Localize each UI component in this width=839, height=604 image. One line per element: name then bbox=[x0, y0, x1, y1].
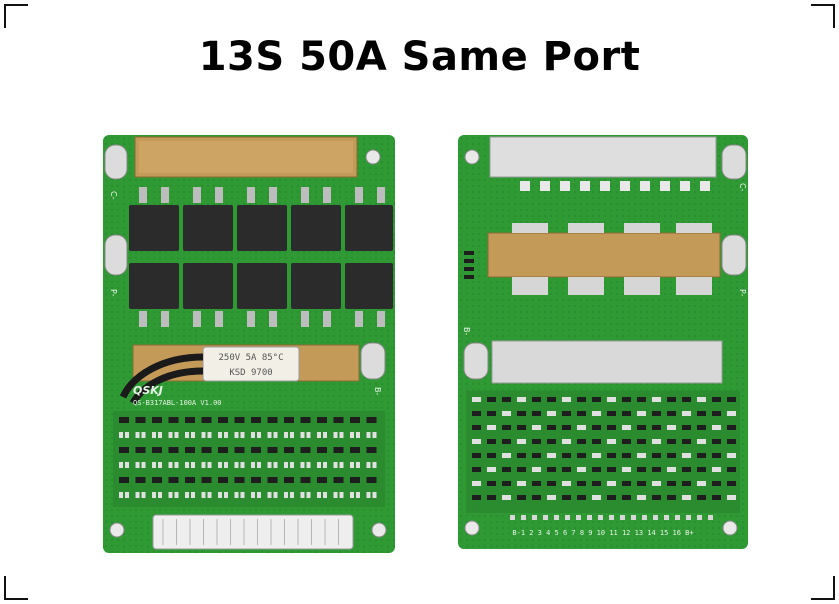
edge-label-b: B- bbox=[373, 387, 382, 395]
balance-connector bbox=[152, 514, 354, 550]
edge-label-b: B- bbox=[462, 327, 471, 335]
pin-labels: B-1 2 3 4 5 6 7 8 9 10 11 12 13 14 15 16… bbox=[512, 529, 693, 537]
mount-hole bbox=[464, 520, 480, 536]
brand-logo: QSKJ bbox=[133, 384, 163, 397]
tin-bar-top bbox=[489, 136, 717, 178]
edge-label-c: C- bbox=[109, 191, 118, 200]
mount-hole bbox=[371, 522, 387, 538]
thermal-label-2: KSD 9700 bbox=[229, 368, 272, 378]
mount-hole bbox=[464, 149, 480, 165]
smd-component-field bbox=[466, 391, 740, 513]
edge-label-c: C- bbox=[738, 183, 747, 192]
frame-corner-bottom-right bbox=[811, 576, 835, 600]
model-label: QS-B317ABL-100A V1.00 bbox=[133, 399, 222, 407]
frame-corner-bottom-left bbox=[4, 576, 28, 600]
tin-bar-bottom bbox=[491, 340, 723, 384]
copper-bar-middle bbox=[487, 232, 721, 278]
left-board-svg: 250V 5A 85°C KSD 9700 QSKJ QS-B317ABL-10… bbox=[103, 135, 395, 553]
edge-label-p: P- bbox=[738, 289, 747, 297]
page-title: 13S 50A Same Port bbox=[198, 34, 641, 80]
mount-hole bbox=[365, 149, 381, 165]
thermal-switch bbox=[202, 346, 300, 382]
right-board-svg: C- P- B- B-1 2 3 4 5 6 7 8 9 10 11 12 13… bbox=[458, 135, 748, 549]
frame-corner-top-left bbox=[4, 4, 28, 28]
frame-corner-top-right bbox=[811, 4, 835, 28]
mount-hole bbox=[109, 522, 125, 538]
edge-label-p: P- bbox=[109, 289, 118, 297]
thermal-label-1: 250V 5A 85°C bbox=[218, 353, 283, 363]
mount-hole bbox=[722, 520, 738, 536]
right-bms-board-photo: C- P- B- B-1 2 3 4 5 6 7 8 9 10 11 12 13… bbox=[458, 135, 748, 549]
smd-component-field bbox=[113, 411, 385, 507]
mosfet-array bbox=[129, 205, 393, 309]
left-bms-board-photo: 250V 5A 85°C KSD 9700 QSKJ QS-B317ABL-10… bbox=[103, 135, 395, 553]
